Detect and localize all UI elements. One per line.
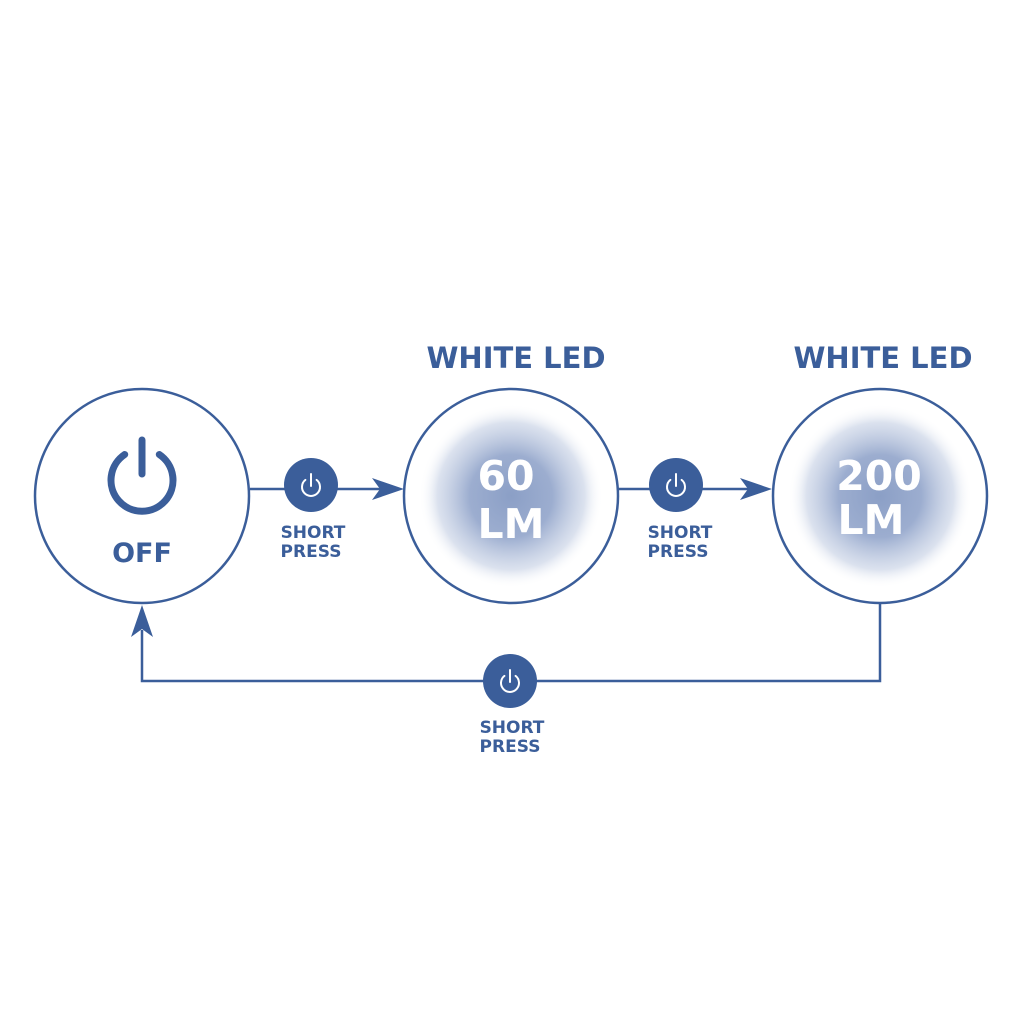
led-60lm-value: 60: [477, 452, 534, 500]
short-press-label-line2: PRESS: [648, 542, 709, 562]
short-press-button-3: SHORT PRESS: [480, 654, 545, 757]
led-60lm-title: WHITE LED: [426, 341, 605, 375]
led-60lm-node: WHITE LED 60 LM: [402, 341, 620, 605]
led-200lm-title: WHITE LED: [793, 341, 972, 375]
short-press-label-line2: PRESS: [480, 737, 541, 757]
power-icon: [301, 473, 321, 497]
off-state-circle: [33, 387, 251, 605]
led-60lm-unit: LM: [478, 500, 545, 548]
power-icon: [666, 473, 686, 497]
short-press-label-line1: SHORT: [648, 523, 713, 543]
short-press-button-1: SHORT PRESS: [281, 458, 346, 562]
led-200lm-glow: [788, 404, 972, 588]
led-200lm-unit: LM: [838, 496, 905, 544]
led-200lm-value: 200: [836, 452, 922, 500]
power-icon: [107, 436, 177, 515]
led-60lm-glow: [419, 404, 603, 588]
off-state-node: OFF: [33, 387, 251, 605]
off-label: OFF: [112, 538, 172, 569]
short-press-label-line1: SHORT: [480, 718, 545, 738]
power-icon: [500, 669, 520, 693]
short-press-button-2: SHORT PRESS: [648, 458, 713, 562]
led-200lm-node: WHITE LED 200 LM: [771, 341, 989, 605]
short-press-label-line1: SHORT: [281, 523, 346, 543]
short-press-label-line2: PRESS: [281, 542, 342, 562]
